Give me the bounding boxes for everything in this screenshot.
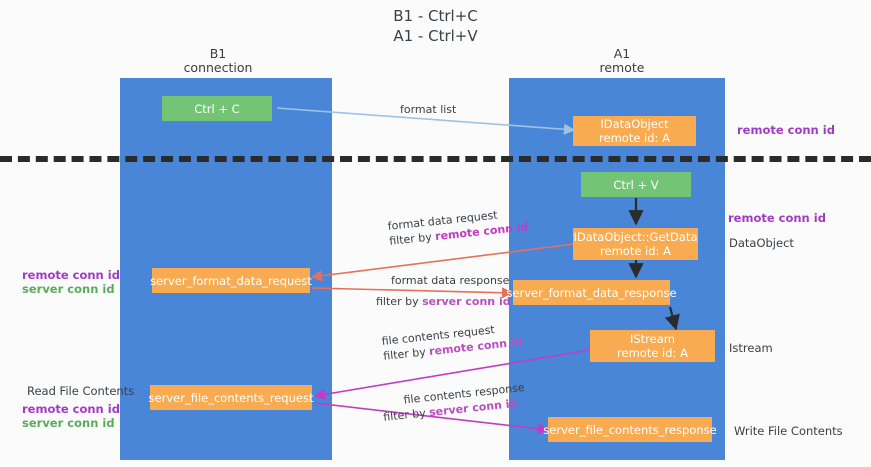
- column-header-b1-sub: connection: [183, 60, 253, 75]
- edge-label-file-contents-request: file contents request filter by remote c…: [381, 319, 523, 363]
- column-header-a1-sub: remote: [599, 60, 645, 75]
- edge-label-format-data-response-filter-key: server conn id: [422, 295, 511, 308]
- box-server-format-data-request[interactable]: server_format_data_request: [150, 268, 312, 293]
- column-header-a1: A1 remote: [512, 47, 732, 75]
- edge-label-format-list: format list: [400, 102, 456, 117]
- annotation-left-remote-conn-id-mid: remote conn id: [22, 268, 120, 282]
- edge-label-format-list-text: format list: [400, 103, 457, 116]
- annotation-dataobject: DataObject: [729, 236, 794, 250]
- box-idataobject-getdata-line-2: remote id: A: [600, 244, 671, 258]
- edge-label-format-data-response-text: format data response: [391, 274, 510, 287]
- box-server-format-data-response[interactable]: server_format_data_response: [506, 280, 677, 305]
- box-server-file-contents-request-label: server_file_contents_request: [148, 390, 314, 405]
- page-title-line-1: B1 - Ctrl+C: [393, 7, 478, 25]
- edge-label-format-data-request: format data request filter by remote con…: [387, 204, 529, 248]
- annotation-left-remote-conn-id-bottom: remote conn id: [22, 402, 120, 416]
- box-ctrl-c-label: Ctrl + C: [194, 101, 240, 116]
- annotation-remote-conn-id-top: remote conn id: [737, 123, 835, 137]
- column-header-b1-name: B1: [209, 46, 227, 61]
- phase-divider: [0, 156, 871, 162]
- annotation-remote-conn-id-mid: remote conn id: [728, 211, 826, 225]
- box-istream-line-2: remote id: A: [617, 346, 688, 360]
- box-idataobject-top-line-2: remote id: A: [599, 131, 670, 145]
- box-istream[interactable]: IStream remote id: A: [590, 330, 715, 362]
- box-ctrl-v-label: Ctrl + V: [613, 177, 659, 192]
- box-idataobject-top[interactable]: IDataObject remote id: A: [573, 116, 696, 146]
- edge-label-format-data-request-filter-prefix: filter by: [388, 230, 436, 248]
- page-title-line-2: A1 - Ctrl+V: [393, 27, 478, 45]
- box-ctrl-v[interactable]: Ctrl + V: [581, 172, 691, 197]
- page-title: B1 - Ctrl+C A1 - Ctrl+V: [0, 6, 871, 46]
- box-server-format-data-response-label: server_format_data_response: [506, 285, 677, 300]
- edge-label-file-contents-response: file contents response filter by server …: [381, 380, 527, 425]
- box-server-format-data-request-label: server_format_data_request: [150, 273, 312, 288]
- column-header-b1: B1 connection: [108, 47, 328, 75]
- box-idataobject-getdata[interactable]: IDataObject::GetData remote id: A: [573, 228, 698, 260]
- box-server-file-contents-response[interactable]: server_file_contents_response: [543, 417, 717, 442]
- box-idataobject-top-line-1: IDataObject: [600, 117, 669, 131]
- edge-label-format-data-response-filter-prefix: filter by: [376, 295, 423, 308]
- edge-label-file-contents-request-filter-prefix: filter by: [382, 345, 430, 363]
- box-server-file-contents-request[interactable]: server_file_contents_request: [148, 385, 314, 410]
- annotation-left-server-conn-id-mid: server conn id: [22, 282, 115, 296]
- box-server-file-contents-response-label: server_file_contents_response: [543, 422, 717, 437]
- annotation-left-server-conn-id-bottom: server conn id: [22, 416, 115, 430]
- column-header-a1-name: A1: [613, 46, 631, 61]
- annotation-read-file-contents: Read File Contents: [27, 384, 135, 398]
- box-ctrl-c[interactable]: Ctrl + C: [162, 96, 272, 121]
- box-idataobject-getdata-line-1: IDataObject::GetData: [573, 230, 698, 244]
- edge-label-format-data-response: format data response filter by server co…: [376, 273, 511, 309]
- box-istream-line-1: IStream: [629, 332, 675, 346]
- annotation-istream: Istream: [729, 341, 773, 355]
- annotation-write-file-contents: Write File Contents: [734, 424, 843, 438]
- edge-label-format-data-response-filter: filter by server conn id: [376, 294, 511, 309]
- edge-label-file-contents-response-filter-prefix: filter by: [382, 406, 430, 424]
